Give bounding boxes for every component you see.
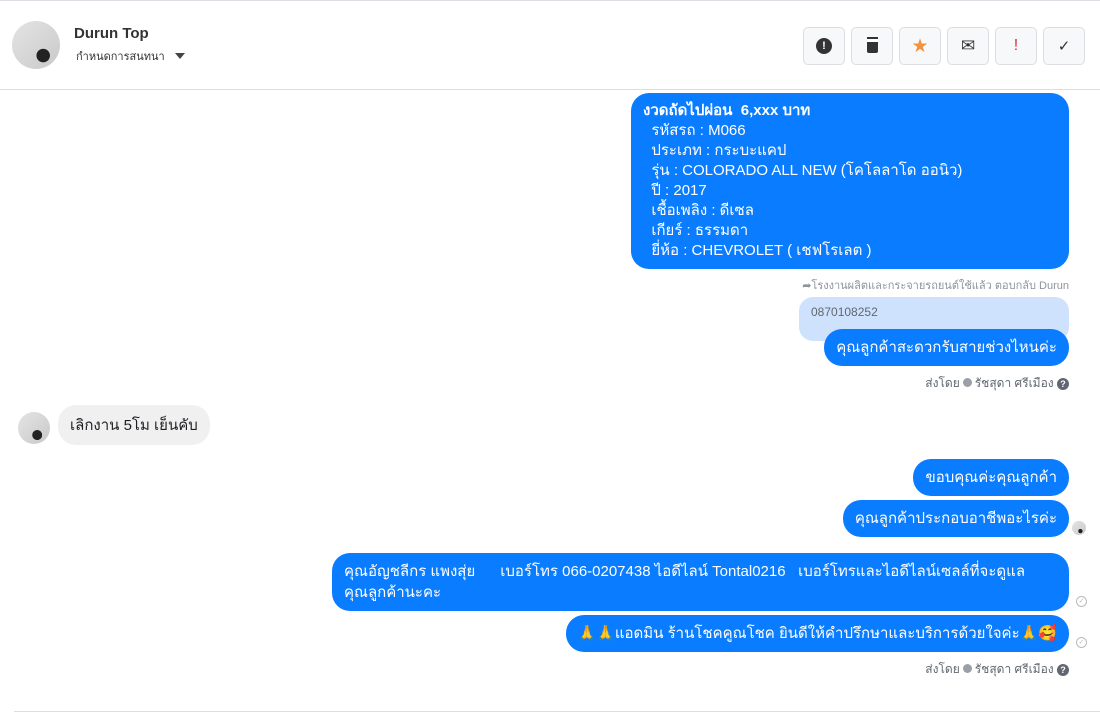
car-line: เชื้อเพลิง : ดีเซล (643, 202, 754, 219)
report-button[interactable]: ! (803, 27, 845, 65)
car-line: ประเภท : กระบะแคป (643, 142, 787, 159)
car-details-bubble: งวดถัดไปผ่อน 6,xxx บาท รหัสรถ : M066 ประ… (631, 93, 1069, 269)
star-button[interactable]: ★ (899, 27, 941, 65)
car-line: รหัสรถ : M066 (643, 122, 746, 139)
agent-name[interactable]: รัชสุดา ศรีเมือง (974, 376, 1054, 390)
delivered-icon: ✓ (1076, 596, 1087, 607)
car-line: เกียร์ : ธรรมดา (643, 222, 749, 239)
contact-name[interactable]: Durun Top (74, 25, 149, 42)
incoming-message: เลิกงาน 5โม เย็นคับ (58, 405, 210, 445)
exclamation-circle-icon: ! (816, 38, 832, 54)
seen-avatar (1072, 521, 1086, 535)
caret-down-icon (174, 53, 185, 59)
help-icon[interactable]: ? (1057, 378, 1069, 390)
help-icon[interactable]: ? (1057, 664, 1069, 676)
trash-icon (866, 39, 878, 53)
envelope-icon: ✉ (960, 36, 976, 55)
car-line: ปี : 2017 (643, 182, 707, 199)
reply-note: ➦โรงงานผลิตและกระจายรถยนต์ใช้แล้ว ตอบกลั… (802, 276, 1069, 294)
car-line: รุ่น : COLORADO ALL NEW (โคโลลาโด ออนิว) (643, 162, 963, 179)
message-bubble: คุณลูกค้าสะดวกรับสายช่วงไหนค่ะ (824, 329, 1069, 366)
contact-avatar[interactable] (12, 21, 60, 69)
message-bubble: 🙏🙏แอดมิน ร้านโชคคูณโชค ยินดีให้คำปรึกษาแ… (565, 615, 1069, 652)
composer-divider (14, 711, 1100, 712)
sent-by-label: ส่งโดย (925, 376, 960, 390)
action-toolbar: ! ★ ✉ ! ✓ (803, 27, 1085, 65)
agent-avatar-icon (962, 378, 972, 387)
message-line: คุณอัญชลีกร แพงสุ่ย เบอร์โทร 066-0207438… (344, 563, 1026, 580)
delivered-icon: ✓ (1076, 637, 1087, 648)
mark-important-button[interactable]: ! (995, 27, 1037, 65)
dropdown-label: กำหนดการสนทนา (76, 51, 165, 63)
important-icon: ! (1013, 37, 1019, 54)
sent-by: ส่งโดย รัชสุดา ศรีเมือง ? (925, 660, 1069, 679)
mark-unread-button[interactable]: ✉ (947, 27, 989, 65)
contact-avatar (18, 412, 50, 444)
car-line: งวดถัดไปผ่อน 6,xxx บาท (643, 102, 811, 119)
message-bubble: คุณอัญชลีกร แพงสุ่ย เบอร์โทร 066-0207438… (332, 553, 1069, 611)
message-bubble: คุณลูกค้าประกอบอาชีพอะไรค่ะ (842, 500, 1069, 537)
mark-done-button[interactable]: ✓ (1043, 27, 1085, 65)
message-bubble: ขอบคุณค่ะคุณลูกค้า (913, 459, 1069, 496)
reply-note-text: โรงงานผลิตและกระจายรถยนต์ใช้แล้ว ตอบกลับ… (811, 280, 1069, 292)
star-icon: ★ (911, 35, 929, 57)
car-line: ยี่ห้อ : CHEVROLET ( เชฟโรเลต ) (643, 242, 872, 259)
conversation-settings-dropdown[interactable]: กำหนดการสนทนา (76, 47, 185, 65)
reply-arrow-icon: ➦ (802, 280, 812, 292)
conversation-header: Durun Top กำหนดการสนทนา ! ★ ✉ ! ✓ (0, 0, 1100, 90)
sent-by: ส่งโดย รัชสุดา ศรีเมือง ? (925, 374, 1069, 393)
message-line: คุณลูกค้านะคะ (344, 584, 442, 601)
sent-by-label: ส่งโดย (925, 662, 960, 676)
check-icon: ✓ (1057, 38, 1071, 55)
agent-name[interactable]: รัชสุดา ศรีเมือง (974, 662, 1054, 676)
delete-button[interactable] (851, 27, 893, 65)
agent-avatar-icon (962, 664, 972, 673)
